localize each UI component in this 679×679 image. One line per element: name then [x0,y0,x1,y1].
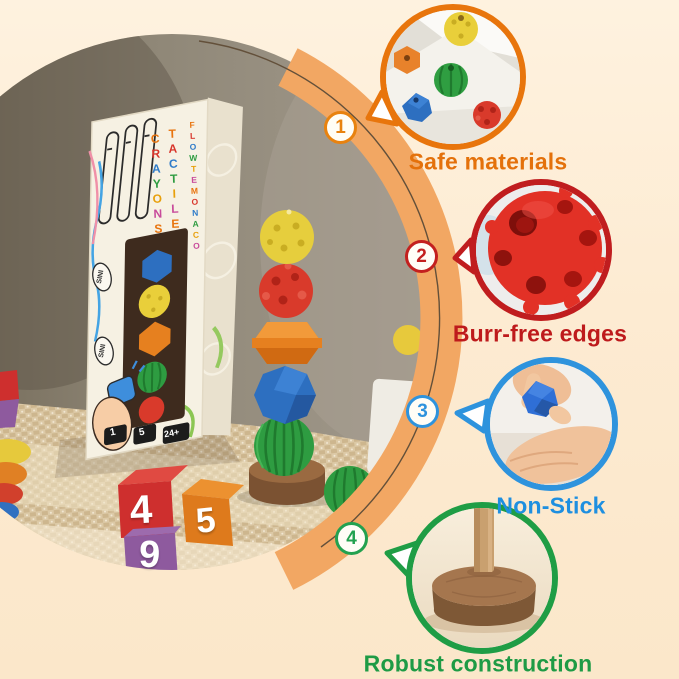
red-dimpled-ball-photo [476,185,606,315]
feature-2-bubble [470,179,612,321]
pink-doodle [88,150,99,245]
box-window [121,228,188,430]
feature-4-badge: 4 [335,522,368,555]
orange-ring [274,48,463,590]
crayon-doodles [97,117,158,225]
yellow-disc-edge [393,325,423,355]
feature-3-badge: 3 [406,395,439,428]
toy-box [85,97,243,461]
feature-1-label: Safe materials [408,148,568,175]
spec-badge-2: 5 [138,426,146,439]
feature-4-label: Robust construction [363,650,593,677]
beads-on-shelf-photo [386,10,520,144]
blue-wavy-doodle [91,160,103,342]
spec-badge-1: 1 [109,426,117,439]
feature-2-label: Burr-free edges [452,320,628,347]
number-blocks [118,465,244,570]
window-beads [137,249,172,424]
red-bumpy-bead [259,262,313,318]
spec-badges [104,422,190,446]
feature-3-label: Non-Stick [496,492,606,519]
blue-polyhedron-bead [254,366,316,424]
green-cactus-bead [254,416,314,476]
feature-4-bubble [406,502,558,654]
yellow-bumpy-bead [260,209,314,264]
feature-2-badge: 2 [405,240,438,273]
sini-stamps [92,262,114,366]
orange-hex-bead [252,322,322,364]
feature-1-badge: 1 [324,111,357,144]
bead-tower [237,209,349,507]
green-doodle [181,404,195,438]
wooden-base-photo [412,508,552,648]
feature-1-bubble [380,4,526,150]
hands-blue-bead-photo [490,363,612,485]
feature-3-bubble [484,357,618,491]
